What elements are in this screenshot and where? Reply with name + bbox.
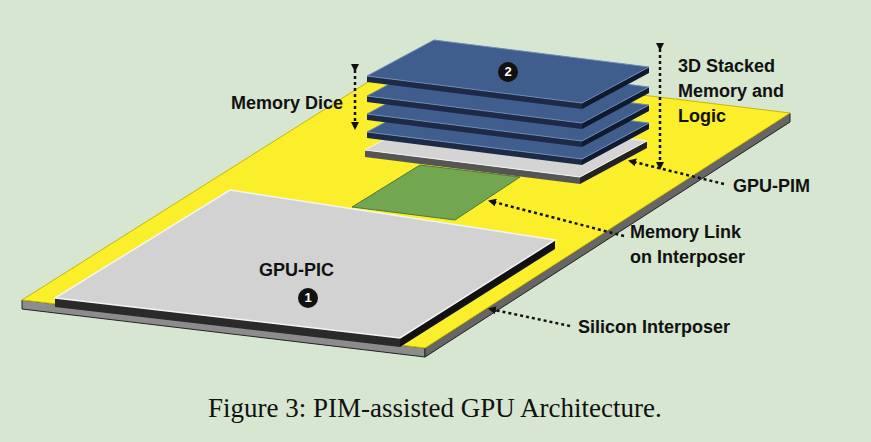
callout-label: Memory Dice	[231, 91, 343, 116]
callout-number: 2	[498, 62, 518, 82]
silicon-interposer	[22, 65, 790, 357]
callout-label: Silicon Interposer	[578, 315, 730, 340]
leader-line	[630, 161, 724, 184]
figure-caption: Figure 3: PIM-assisted GPU Architecture.	[208, 393, 662, 424]
interposer-top	[22, 65, 790, 348]
callout-label: Memory Link on Interposer	[630, 220, 760, 270]
callout-number: 1	[298, 288, 318, 308]
callout-label: GPU-PIM	[733, 174, 810, 199]
dimension-arrow	[354, 70, 357, 128]
die-top	[367, 40, 649, 103]
callout-text: 1	[304, 290, 311, 305]
memory-die	[367, 40, 649, 109]
dimension-arrow	[659, 49, 662, 168]
leader-line	[490, 201, 624, 236]
callout-text: 2	[504, 64, 511, 79]
callout-label: 3D Stacked Memory and Logic	[678, 54, 798, 129]
chip-label: GPU-PIC	[259, 259, 334, 281]
slab-top	[55, 190, 555, 338]
gpu-pic-die: GPU-PIC 1	[50, 185, 560, 355]
leader-line	[490, 309, 570, 326]
